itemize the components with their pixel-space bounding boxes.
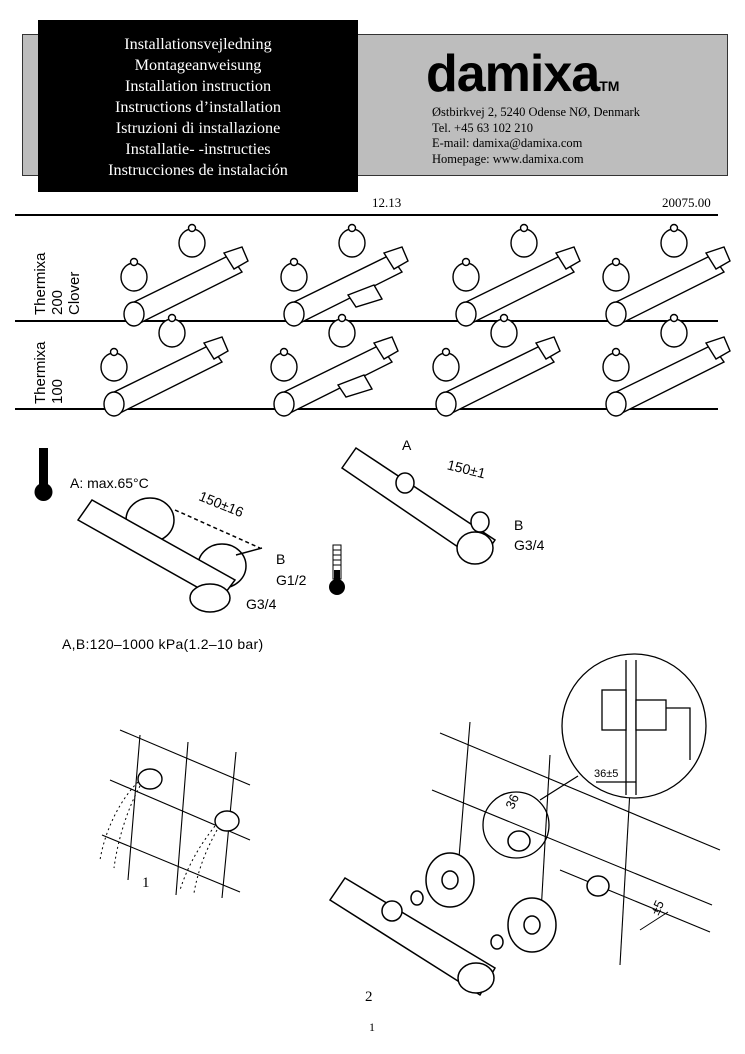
pressure-spec: A,B:120–1000 kPa(1.2–10 bar) — [62, 636, 264, 652]
divider-top — [15, 214, 718, 216]
label-g34-right: G3/4 — [514, 537, 545, 553]
contact-email: E-mail: damixa@damixa.com — [432, 136, 583, 150]
mixer-diagram-left — [76, 497, 263, 613]
dim-line-5 — [639, 911, 669, 931]
title-nl: Installatie- -instructies — [125, 140, 271, 158]
step-2-label: 2 — [365, 989, 373, 1005]
contact-phone: Tel. +45 63 102 210 — [432, 120, 533, 135]
label-g34-left: G3/4 — [246, 596, 277, 612]
model-row1-illustrations — [100, 223, 731, 417]
doc-date: 12.13 — [372, 195, 402, 210]
mixer-200-b — [280, 223, 409, 327]
label-a-right: A — [402, 437, 412, 453]
thermometer-hot-icon — [34, 448, 53, 501]
brand-tm: TM — [599, 78, 620, 94]
water-flow-step1 — [99, 781, 218, 894]
title-da: Installationsvejledning — [124, 35, 272, 53]
divider-bottom — [15, 408, 718, 410]
label-b-left: B — [276, 551, 286, 567]
step-1-label: 1 — [142, 875, 150, 891]
dim-36-5: 36±5 — [594, 768, 619, 780]
contact-block: Østbirkvej 2, 5240 Odense NØ, Denmark Te… — [432, 105, 640, 167]
brand-name: damixa — [426, 45, 600, 103]
thermometer-cold-icon — [329, 544, 345, 595]
label-b-right: B — [514, 517, 524, 533]
mixer-100-b — [270, 313, 399, 417]
page-number: 1 — [369, 1020, 375, 1034]
title-en: Installation instruction — [124, 77, 272, 95]
installation-parts — [328, 830, 610, 997]
zoom-detail — [482, 653, 707, 859]
contact-homepage: Homepage: www.damixa.com — [432, 151, 584, 166]
label-g12: G1/2 — [276, 572, 307, 588]
title-de: Montageanweisung — [134, 56, 262, 74]
title-es: Instrucciones de instalación — [108, 161, 288, 179]
title-box: Installationsvejledning Montageanweisung… — [38, 20, 358, 192]
wall-fitting-step1 — [137, 768, 240, 832]
contact-address: Østbirkvej 2, 5240 Odense NØ, Denmark — [432, 105, 640, 119]
divider-middle — [15, 320, 718, 322]
doc-number: 20075.00 — [662, 195, 711, 210]
title-it: Istruzioni di installazione — [115, 119, 281, 137]
temp-label: A: max.65°C — [70, 475, 149, 491]
mixer-diagram-right — [340, 446, 497, 565]
brand-logo: damixaTM — [426, 46, 619, 102]
title-fr: Instructions d’installation — [115, 98, 281, 116]
dimension-diagrams — [34, 446, 497, 613]
